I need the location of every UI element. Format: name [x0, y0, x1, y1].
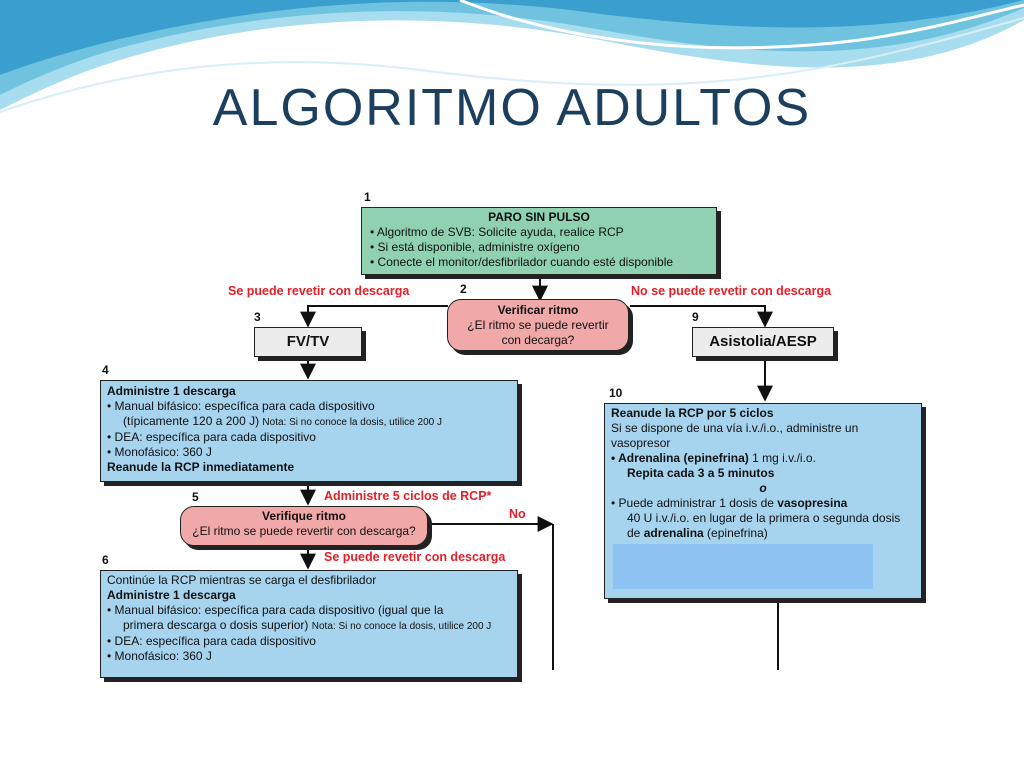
- step-10-line-8c: (epinefrina): [703, 526, 768, 540]
- step-1-line-2: • Si está disponible, administre oxígeno: [370, 240, 580, 254]
- arrow-2-to-9: [630, 305, 773, 328]
- step-1-line-1: • Algoritmo de SVB: Solicite ayuda, real…: [370, 225, 624, 239]
- step-10-drug-adrenalina-2: adrenalina: [643, 526, 704, 540]
- step-6-line-6: • Monofásico: 360 J: [107, 649, 212, 663]
- step-2-box: Verificar ritmo ¿El ritmo se puede rever…: [447, 299, 629, 351]
- step-10-or: o: [759, 481, 767, 495]
- arrow-2-to-3: [300, 305, 448, 328]
- step-1-number: 1: [364, 190, 371, 204]
- step-1-title: PARO SIN PULSO: [488, 210, 590, 224]
- redaction-overlay: [613, 544, 873, 589]
- step-10-line-3: • Adrenalina (epinefrina) 1 mg i.v./i.o.: [611, 451, 915, 466]
- step-10-drug-adrenalina: • Adrenalina (epinefrina): [611, 451, 749, 465]
- step-4-title: Administre 1 descarga: [107, 384, 236, 398]
- step-10-line-8: de adrenalina (epinefrina): [611, 526, 915, 541]
- step-2-title: Verificar ritmo: [497, 303, 579, 317]
- step-3-box: FV/TV: [254, 327, 362, 357]
- step-10-line-6a: • Puede administrar 1 dosis de: [611, 496, 778, 510]
- step-6-note: Nota: Si no conoce la dosis, utilice 200…: [311, 621, 492, 632]
- step-4-line-4: • Monofásico: 360 J: [107, 445, 212, 459]
- step-4-box: Administre 1 descarga • Manual bifásico:…: [100, 380, 518, 482]
- step-9-box: Asistolia/AESP: [692, 327, 834, 357]
- slide-title: ALGORITMO ADULTOS: [212, 79, 812, 137]
- step-10-dose: 1 mg i.v./i.o.: [748, 451, 816, 465]
- step-10-line-7: 40 U i.v./i.o. en lugar de la primera o …: [627, 511, 901, 525]
- step-10-line-4: Repita cada 3 a 5 minutos: [627, 466, 775, 480]
- step-5-number: 5: [192, 490, 199, 504]
- step-5-box: Verifique ritmo ¿El ritmo se puede rever…: [180, 506, 428, 546]
- step-6-line-2: Administre 1 descarga: [107, 588, 236, 602]
- step-4-number: 4: [102, 363, 109, 377]
- step-4-line-2: (típicamente 120 a 200 J) Nota: Si no co…: [107, 414, 511, 430]
- step-4-line-1: • Manual bifásico: específica para cada …: [107, 399, 375, 413]
- step-6-box: Continúe la RCP mientras se carga el des…: [100, 570, 518, 678]
- step-6-number: 6: [102, 553, 109, 567]
- flowchart-connectors: [300, 276, 779, 670]
- step-4-line-3: • DEA: específica para cada dispositivo: [107, 430, 316, 444]
- step-1-line-3: • Conecte el monitor/desfibrilador cuand…: [370, 255, 674, 269]
- step-6-line-1: Continúe la RCP mientras se carga el des…: [107, 573, 377, 587]
- step-5-title: Verifique ritmo: [261, 509, 347, 523]
- step-3-number: 3: [254, 310, 261, 324]
- header-wave-decoration: [0, 0, 1024, 113]
- step-6-line-3: • Manual bifásico: específica para cada …: [107, 603, 444, 617]
- step-10-line-8a: de: [627, 526, 644, 540]
- step-9-number: 9: [692, 310, 699, 324]
- edge-label-no: No: [509, 507, 526, 521]
- step-4-line-2-text: (típicamente 120 a 200 J): [123, 414, 260, 428]
- step-4-line-5: Reanude la RCP inmediatamente: [107, 460, 295, 474]
- step-10-number: 10: [609, 386, 623, 400]
- step-2-line-2: con decarga?: [501, 333, 575, 347]
- step-1-box: PARO SIN PULSO • Algoritmo de SVB: Solic…: [361, 207, 717, 275]
- step-10-line-6: • Puede administrar 1 dosis de vasopresi…: [611, 496, 915, 511]
- step-10-line-1: Si se dispone de una vía i.v./i.o., admi…: [611, 421, 859, 435]
- edge-label-shockable-2: Se puede revetir con descarga: [324, 550, 506, 564]
- flowchart: 1 PARO SIN PULSO • Algoritmo de SVB: Sol…: [68, 190, 982, 678]
- step-10-title: Reanude la RCP por 5 ciclos: [611, 406, 774, 420]
- step-4-note: Nota: Si no conoce la dosis, utilice 200…: [262, 417, 442, 428]
- step-6-line-4-text: primera descarga o dosis superior): [123, 618, 309, 632]
- step-6-line-4: primera descarga o dosis superior) Nota:…: [107, 618, 511, 634]
- step-2-number: 2: [460, 282, 467, 296]
- step-2-line-1: ¿El ritmo se puede revertir: [467, 318, 609, 332]
- edge-label-shockable: Se puede revetir con descarga: [228, 284, 410, 298]
- edge-label-non-shockable: No se puede revetir con descarga: [631, 284, 832, 298]
- edge-label-five-cycles: Administre 5 ciclos de RCP*: [324, 489, 492, 503]
- step-10-line-2: vasopresor: [611, 436, 671, 450]
- step-5-line-1: ¿El ritmo se puede revertir con descarga…: [192, 524, 416, 538]
- step-6-line-5: • DEA: específica para cada dispositivo: [107, 634, 316, 648]
- step-10-drug-vasopresina: vasopresina: [777, 496, 848, 510]
